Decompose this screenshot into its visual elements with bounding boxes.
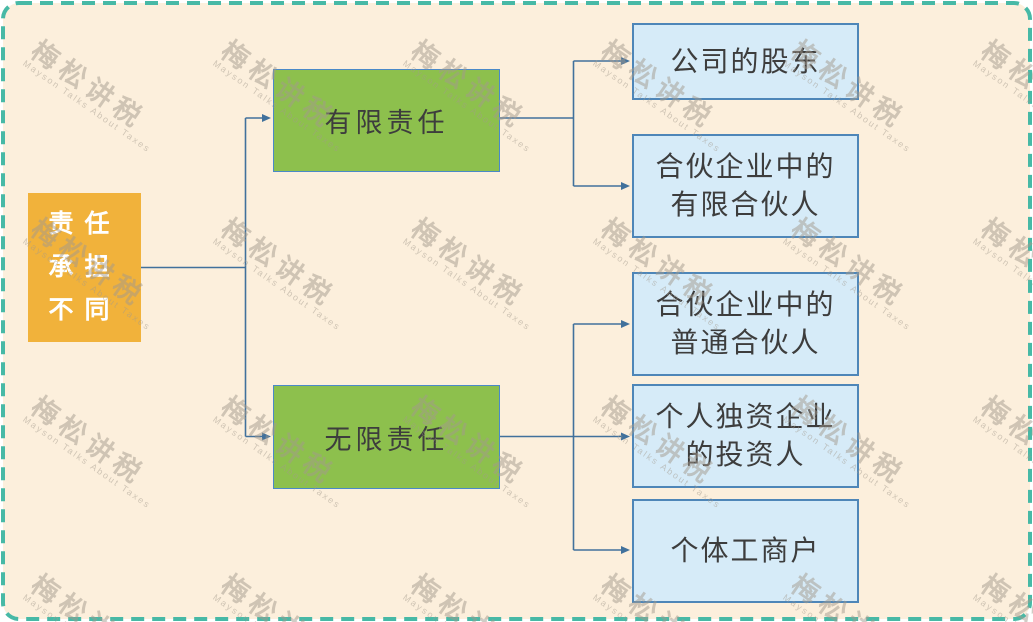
leaf-node-general-partners: 合伙企业中的 普通合伙人 [632,272,859,376]
leaf-limited-partners-label: 合伙企业中的 有限合伙人 [655,151,836,220]
leaf-sole-proprietorship-investor-label: 个人独资企业 的投资人 [655,401,836,470]
leaf-individual-business-label: 个体工商户 [670,535,821,566]
root-node-responsibility: 责任 承担 不同 [28,193,141,342]
leaf-node-sole-proprietorship-investor: 个人独资企业 的投资人 [632,384,859,488]
leaf-node-company-shareholders: 公司的股东 [632,23,859,100]
branch-node-unlimited-liability: 无限责任 [273,385,500,489]
root-node-label: 责任 承担 不同 [48,210,121,324]
branch-unlimited-liability-label: 无限责任 [324,424,449,455]
leaf-node-limited-partners: 合伙企业中的 有限合伙人 [632,134,859,238]
leaf-general-partners-label: 合伙企业中的 普通合伙人 [655,289,836,358]
leaf-node-individual-business: 个体工商户 [632,499,859,603]
leaf-company-shareholders-label: 公司的股东 [670,45,821,77]
branch-node-limited-liability: 有限责任 [273,69,500,172]
branch-limited-liability-label: 有限责任 [324,108,449,138]
